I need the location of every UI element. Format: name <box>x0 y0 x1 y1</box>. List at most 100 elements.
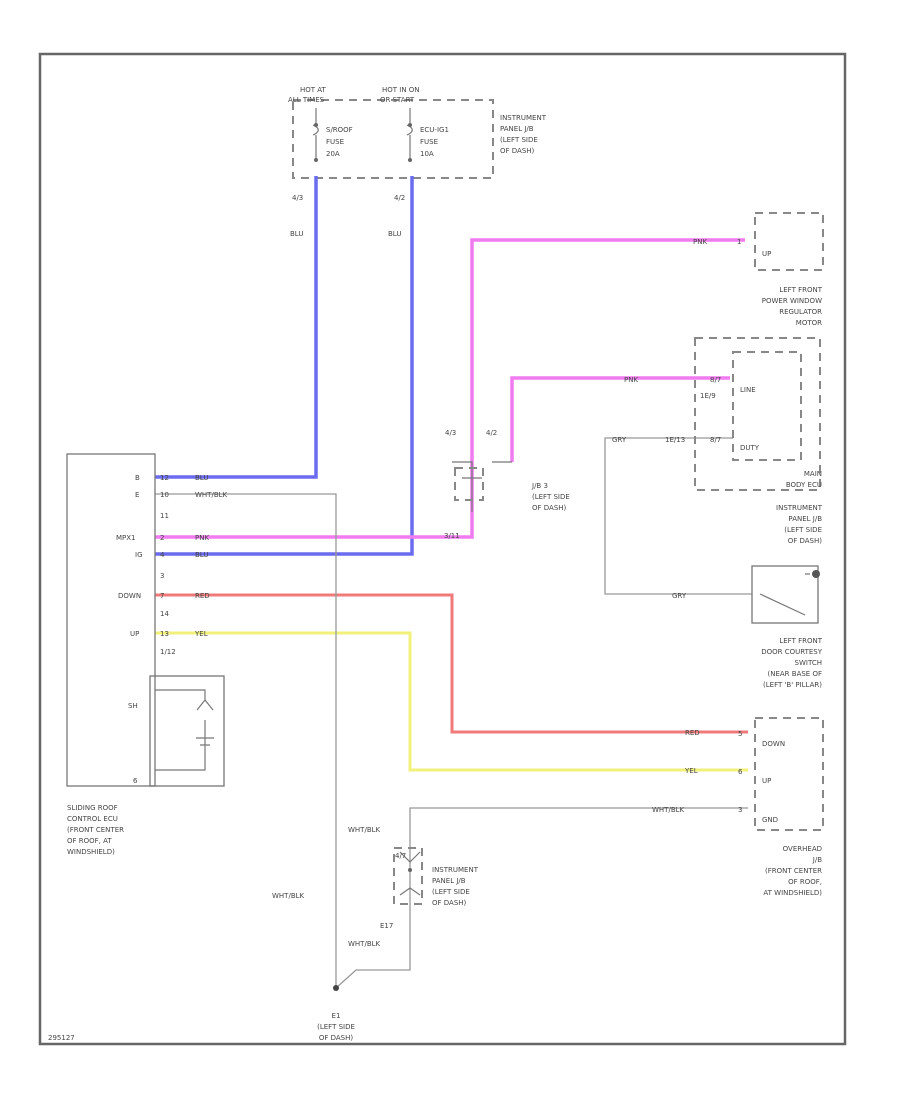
door-switch-label-1: LEFT FRONT <box>779 637 822 645</box>
main-body-ecu-outer <box>694 337 821 491</box>
overhead-pin-down: DOWN <box>762 740 785 748</box>
fuse1-rating: 20A <box>326 150 340 158</box>
overhead-pin-num-2: 6 <box>738 768 743 776</box>
window-motor-label-1: LEFT FRONT <box>779 286 822 294</box>
wire-blu-ecu-ig1 <box>155 176 414 556</box>
fuse2-dot-bottom <box>408 158 412 162</box>
ecu-box <box>66 453 156 787</box>
fuse-block-label-3: (LEFT SIDE <box>500 136 538 144</box>
body-ecu-inner-pin-1: 8/7 <box>710 376 721 384</box>
overhead-label-2: J/B <box>812 856 822 864</box>
lower-jb-pin-bottom: E17 <box>380 922 393 930</box>
overhead-label-1: OVERHEAD <box>783 845 822 853</box>
wire-label-yel-right: YEL <box>684 767 698 775</box>
sliding-roof-ecu: B E MPX1 IG DOWN UP 12 10 11 2 4 3 7 14 … <box>66 453 225 856</box>
wire-blu-roof-fuse <box>155 176 318 479</box>
ecu-label-1: SLIDING ROOF <box>67 804 118 812</box>
door-courtesy-switch: LEFT FRONT DOOR COURTESY SWITCH (NEAR BA… <box>751 565 823 689</box>
jb3-outline <box>454 467 484 501</box>
fuse1-pin: 4/3 <box>292 194 303 202</box>
lower-jb-label-2: PANEL J/B <box>432 877 466 885</box>
fuse2-symbol <box>406 108 413 160</box>
fuse1-label: FUSE <box>326 138 344 146</box>
fuse-block-label-1: INSTRUMENT <box>500 114 547 122</box>
jb3-pin-2: 4/2 <box>486 429 497 437</box>
wire-label-gry-2: GRY <box>672 592 687 600</box>
wire-label-wht-blk-ecu: WHT/BLK <box>195 491 228 499</box>
footer-code: 295127 <box>48 1034 75 1042</box>
ecu-lower-pin-6: 6 <box>133 777 138 785</box>
wire-label-pnk-ecu: PNK <box>195 534 209 542</box>
overhead-label-3: (FRONT CENTER <box>765 867 822 875</box>
fuse2-rating: 10A <box>420 150 434 158</box>
body-ecu-label-2: BODY ECU <box>786 481 822 489</box>
overhead-label-5: AT WINDSHIELD) <box>763 889 822 897</box>
diagram-frame <box>38 52 847 1046</box>
wire-pnk-to-body-ecu <box>510 376 730 462</box>
ecu-pin-ig: IG <box>135 551 143 559</box>
ground-label-2: OF DASH) <box>319 1034 354 1042</box>
jb3-label-3: OF DASH) <box>532 504 567 512</box>
wire-label-blu-1: BLU <box>290 230 303 238</box>
ecu-pin-e: E <box>135 491 139 499</box>
ecu-pin-down: DOWN <box>118 592 141 600</box>
window-motor-label-4: MOTOR <box>796 319 822 327</box>
jb2-label-2: PANEL J/B <box>788 515 822 523</box>
main-body-ecu: 1E/9 1E/13 8/7 8/7 LINE DUTY MAIN BODY E… <box>665 337 822 491</box>
main-body-ecu-inner <box>732 351 802 461</box>
hot-label-2a: HOT IN ON <box>382 86 420 94</box>
wire-red-down <box>155 593 748 734</box>
door-switch-contact <box>759 573 810 616</box>
ecu-pin-num-9: 13 <box>160 630 169 638</box>
lower-jb-label-1: INSTRUMENT <box>432 866 479 874</box>
ecu-pin-num-1: 12 <box>160 474 169 482</box>
wire-yel-up <box>155 631 748 772</box>
jb3-bottom-pin: 3/11 <box>444 532 460 540</box>
wire-label-red-ecu: RED <box>195 592 210 600</box>
ecu-pin-num-8: 14 <box>160 610 169 618</box>
ecu-lower-pin-sh: SH <box>128 702 138 710</box>
lower-jb-label-4: OF DASH) <box>432 899 467 907</box>
jb2-label-4: OF DASH) <box>788 537 823 545</box>
ecu-label-5: WINDSHIELD) <box>67 848 115 856</box>
door-switch-label-3: SWITCH <box>795 659 822 667</box>
ecu-pin-num-3: 11 <box>160 512 169 520</box>
fuse1-symbol <box>312 108 319 160</box>
fuse2-dot-top <box>408 123 412 127</box>
body-ecu-outer-pin-1: 1E/9 <box>700 392 716 400</box>
fuse1-dot-top <box>314 123 318 127</box>
window-motor-label-2: POWER WINDOW <box>762 297 822 305</box>
wire-label-wht-blk-v1: WHT/BLK <box>348 826 381 834</box>
wire-gry-door-switch <box>604 437 752 595</box>
window-motor-pin-label: UP <box>762 250 771 258</box>
ecu-sub-circuit <box>155 689 214 771</box>
overhead-jb-outline <box>754 717 824 831</box>
ecu-pin-num-6: 3 <box>160 572 164 580</box>
fuse1-dot-bottom <box>314 158 318 162</box>
wire-wht-blk-overhead <box>335 807 748 989</box>
wire-label-red-right: RED <box>685 729 700 737</box>
wire-label-blu-2: BLU <box>388 230 401 238</box>
wire-label-wht-blk-right: WHT/BLK <box>652 806 685 814</box>
ecu-pin-num-2: 10 <box>160 491 169 499</box>
ground-e1: E1 (LEFT SIDE OF DASH) <box>317 985 355 1042</box>
window-motor: 1 UP LEFT FRONT POWER WINDOW REGULATOR M… <box>737 212 824 327</box>
fuse-block: HOT AT ALL TIMES HOT IN ON OR START S/RO… <box>288 86 547 202</box>
hot-label-1a: HOT AT <box>300 86 327 94</box>
door-switch-label-4: (NEAR BASE OF <box>768 670 823 678</box>
ground-point <box>333 985 339 991</box>
body-ecu-duty: DUTY <box>740 444 760 452</box>
wire-label-yel-ecu: YEL <box>194 630 208 638</box>
ecu-pin-num-5: 4 <box>160 551 165 559</box>
overhead-jb: 5 6 3 DOWN UP GND OVERHEAD J/B (FRONT CE… <box>738 717 824 897</box>
wire-label-blu-ecu: BLU <box>195 474 208 482</box>
instrument-panel-jb-label: INSTRUMENT PANEL J/B (LEFT SIDE OF DASH) <box>776 504 823 545</box>
fuse2-label: FUSE <box>420 138 438 146</box>
jb3-label-2: (LEFT SIDE <box>532 493 570 501</box>
door-switch-label-2: DOOR COURTESY <box>761 648 823 656</box>
ground-name: E1 <box>332 1012 341 1020</box>
door-switch-terminal <box>812 570 820 578</box>
wire-label-gry-1: GRY <box>612 436 627 444</box>
ecu-label-3: (FRONT CENTER <box>67 826 124 834</box>
jb3-label-1: J/B 3 <box>531 482 548 490</box>
